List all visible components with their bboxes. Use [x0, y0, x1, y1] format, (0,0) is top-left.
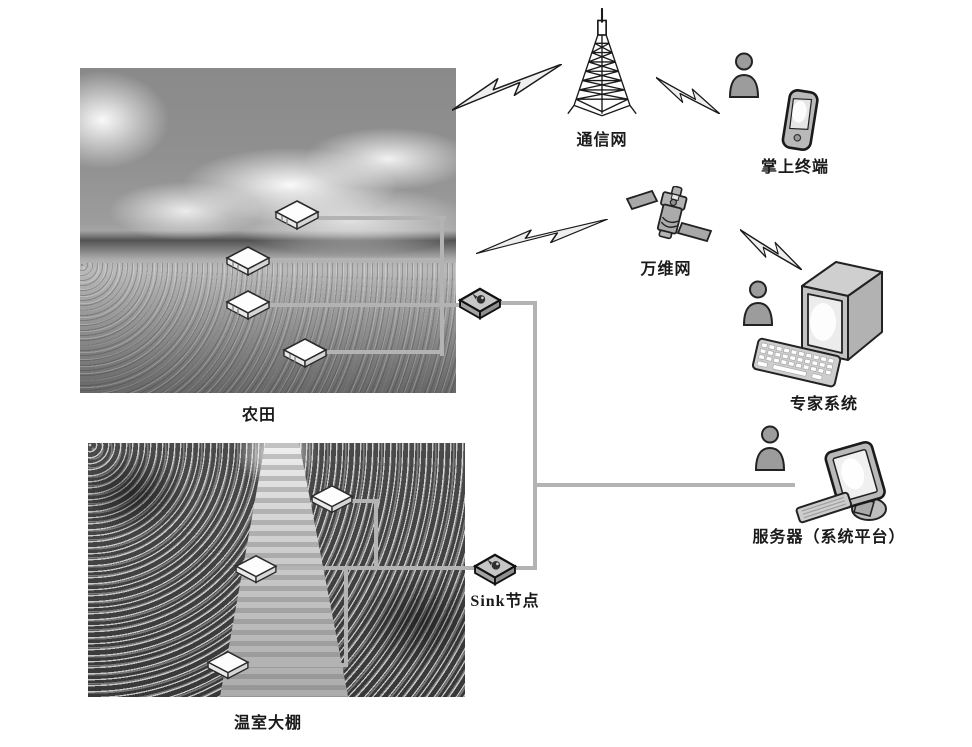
handheld-terminal-label: 掌上终端 [760, 159, 829, 176]
expert-system-label: 专家系统 [789, 396, 858, 413]
connector-line [258, 258, 444, 262]
keyboard-icon [751, 337, 842, 388]
server-label: 服务器（系统平台） [752, 529, 906, 546]
connector-line [497, 301, 537, 305]
crt-monitor-icon [801, 261, 883, 361]
farmland-grass-texture [80, 263, 456, 393]
connector-line [252, 303, 460, 307]
lightning-bolt-icon [740, 228, 802, 270]
connector-line [348, 499, 380, 503]
connector-line [318, 216, 446, 220]
pda-icon [781, 89, 819, 151]
comm-network-label: 通信网 [576, 132, 628, 149]
connector-line [312, 350, 444, 354]
person-icon [728, 52, 760, 98]
desktop-computer-icon [824, 440, 887, 521]
satellite-icon [626, 186, 713, 243]
connector-line-to-server [533, 483, 795, 487]
greenhouse-caption: 温室大棚 [233, 715, 302, 732]
sink-node-label: Sink节点 [470, 593, 540, 610]
sensor-node-icon [274, 200, 320, 231]
sink-node-icon [472, 553, 518, 586]
person-icon [754, 425, 786, 471]
keyboard-icon [795, 491, 853, 524]
greenhouse-photo [88, 443, 465, 697]
sensor-node-icon [225, 246, 271, 277]
sink-node-icon [457, 287, 503, 320]
farmland-caption: 农田 [241, 407, 276, 424]
sensor-node-icon [234, 554, 278, 584]
sensor-node-icon [282, 338, 328, 369]
connector-line [276, 566, 476, 570]
lightning-bolt-icon [476, 219, 608, 255]
lightning-bolt-icon [452, 64, 562, 111]
connector-line [344, 568, 348, 665]
www-label: 万维网 [640, 261, 692, 278]
radio-tower-icon [567, 8, 637, 117]
sensor-node-icon [225, 290, 271, 321]
person-icon [742, 280, 774, 326]
connector-line [440, 216, 444, 356]
farmland-photo [80, 68, 456, 393]
connector-line [374, 499, 378, 570]
connector-line [533, 303, 537, 568]
sensor-node-icon [310, 484, 354, 514]
lightning-bolt-icon [656, 76, 720, 114]
connector-line [243, 663, 348, 667]
sensor-node-icon [206, 650, 250, 680]
connector-line [513, 566, 537, 570]
